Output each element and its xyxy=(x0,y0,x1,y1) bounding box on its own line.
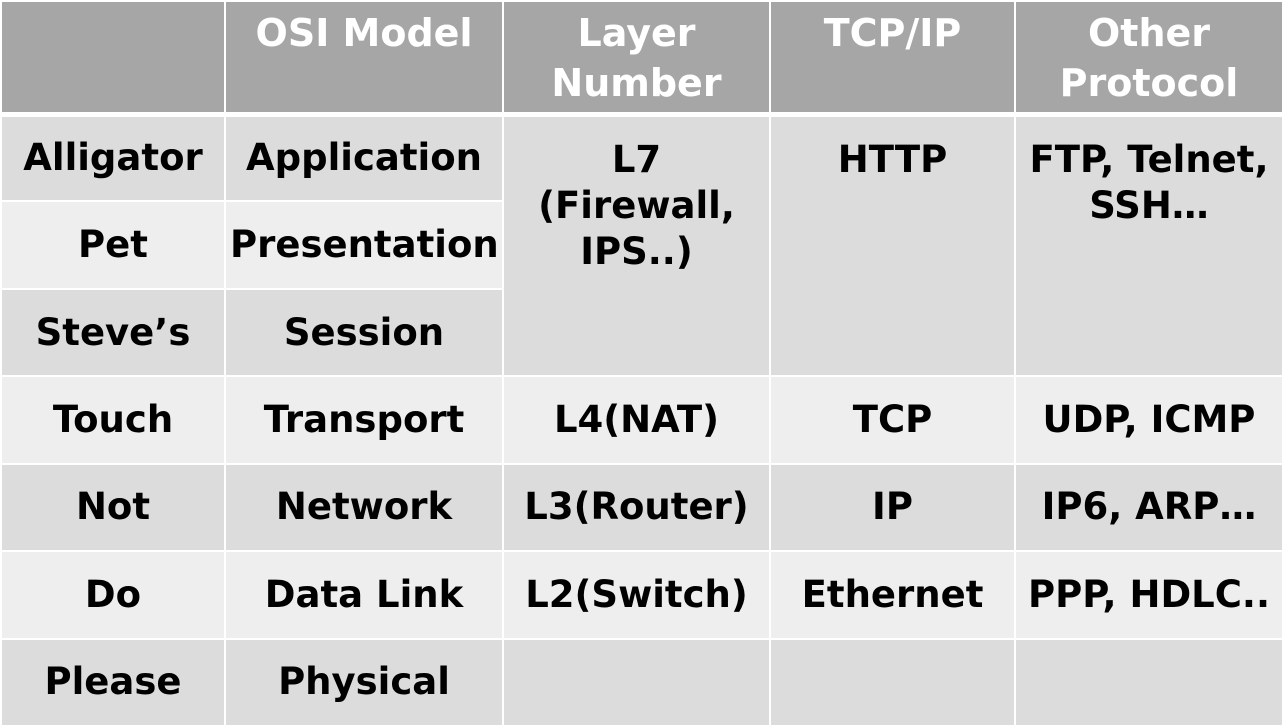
table-header: OSI Model Layer Number TCP/IP Other Prot… xyxy=(0,0,1282,117)
table-row: Do Data Link L2(Switch) Ethernet PPP, HD… xyxy=(0,550,1282,640)
osi-layer-cell: Transport xyxy=(224,375,504,465)
osi-layer-cell: Application xyxy=(224,112,504,203)
header-other-protocol: Other Protocol xyxy=(1014,0,1282,117)
table-row: Please Physical xyxy=(0,637,1282,727)
tcpip-cell: Ethernet xyxy=(769,550,1016,640)
header-layer-number: Layer Number xyxy=(502,0,771,117)
layer-number-cell: L3(Router) xyxy=(502,462,771,553)
table-row: Steve’s Session xyxy=(0,287,1282,378)
header-mnemonic xyxy=(0,0,226,117)
table-body: Alligator Application L7 (Firewall, IPS.… xyxy=(0,112,1282,727)
tcpip-cell: HTTP xyxy=(769,112,1016,378)
osi-layer-cell: Data Link xyxy=(224,550,504,640)
header-osi-model: OSI Model xyxy=(224,0,504,117)
mnemonic-cell: Do xyxy=(0,550,226,640)
layer-number-cell: L7 (Firewall, IPS..) xyxy=(502,112,771,378)
header-tcpip: TCP/IP xyxy=(769,0,1016,117)
table-row: Touch Transport L4(NAT) TCP UDP, ICMP xyxy=(0,375,1282,465)
osi-layer-cell: Presentation xyxy=(224,200,504,290)
osi-layer-cell: Network xyxy=(224,462,504,553)
table-row: Pet Presentation xyxy=(0,200,1282,290)
osi-layer-cell: Session xyxy=(224,287,504,378)
other-protocol-cell xyxy=(1014,637,1282,727)
header-row: OSI Model Layer Number TCP/IP Other Prot… xyxy=(0,0,1282,117)
mnemonic-cell: Touch xyxy=(0,375,226,465)
mnemonic-cell: Not xyxy=(0,462,226,553)
osi-layer-cell: Physical xyxy=(224,637,504,727)
tcpip-cell: TCP xyxy=(769,375,1016,465)
mnemonic-cell: Steve’s xyxy=(0,287,226,378)
other-protocol-cell: PPP, HDLC.. xyxy=(1014,550,1282,640)
layer-number-cell: L4(NAT) xyxy=(502,375,771,465)
mnemonic-cell: Alligator xyxy=(0,112,226,203)
tcpip-cell xyxy=(769,637,1016,727)
mnemonic-cell: Please xyxy=(0,637,226,727)
layer-number-cell: L2(Switch) xyxy=(502,550,771,640)
table-row: Alligator Application L7 (Firewall, IPS.… xyxy=(0,112,1282,378)
other-protocol-cell: FTP, Telnet, SSH… xyxy=(1014,112,1282,378)
tcpip-cell: IP xyxy=(769,462,1016,553)
other-protocol-cell: UDP, ICMP xyxy=(1014,375,1282,465)
layer-number-cell xyxy=(502,637,771,727)
table-row: Not Network L3(Router) IP IP6, ARP… xyxy=(0,462,1282,553)
mnemonic-cell: Pet xyxy=(0,200,226,290)
other-protocol-cell: IP6, ARP… xyxy=(1014,462,1282,553)
